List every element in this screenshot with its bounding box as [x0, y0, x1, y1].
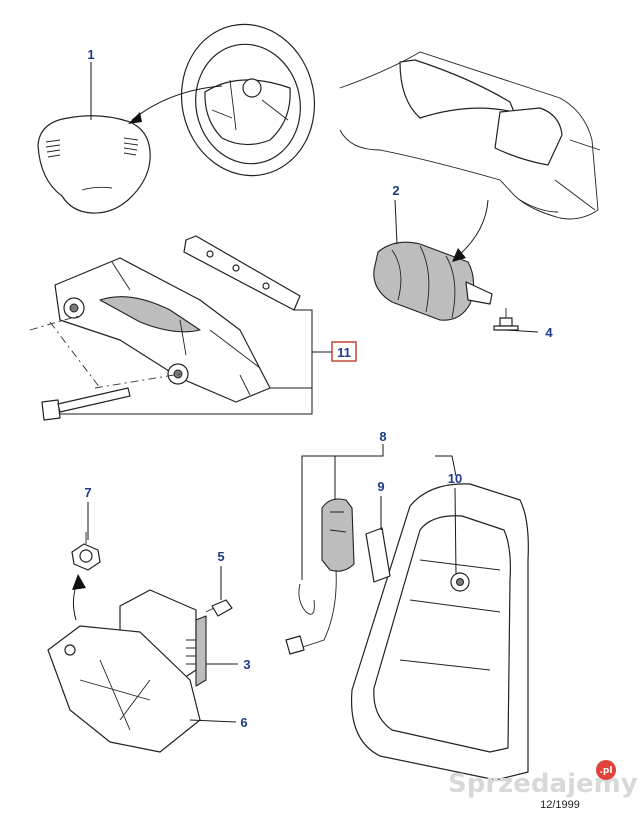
callout-4: 4 — [545, 325, 553, 340]
bolt-4 — [493, 308, 519, 331]
centreline-3 — [49, 321, 101, 389]
sensor-bracket — [54, 257, 271, 403]
removal-arrow-1-head — [128, 112, 142, 124]
callout-6: 6 — [240, 715, 247, 730]
footer-date: 12/1999 — [540, 799, 580, 811]
centreline-2 — [94, 373, 181, 389]
callout-1: 1 — [87, 47, 94, 62]
passenger-airbag-module — [373, 241, 493, 321]
driver-airbag-module — [37, 115, 151, 214]
bolt-11 — [41, 387, 131, 421]
leader-6 — [189, 719, 237, 723]
callout-5: 5 — [217, 549, 224, 564]
removal-arrow-2-head — [452, 248, 466, 262]
wiring-harness — [285, 569, 337, 655]
airbag-grille-right — [123, 137, 139, 156]
seat-frame — [350, 483, 529, 781]
callout-7: 7 — [84, 485, 91, 500]
callout-2: 2 — [392, 183, 399, 198]
callout-8: 8 — [379, 429, 386, 444]
nut-7 — [71, 532, 101, 571]
centreline-1 — [29, 315, 79, 331]
watermark-badge-text: .pl — [600, 766, 613, 776]
airbag-grille-left — [45, 139, 61, 158]
removal-arrow-2 — [455, 199, 489, 259]
seat-airbag-module-8 — [321, 498, 355, 572]
mounting-bracket-6 — [47, 625, 201, 753]
callout-3: 3 — [243, 657, 250, 672]
callout-9: 9 — [377, 479, 384, 494]
callout-11: 11 — [337, 345, 351, 360]
mounting-plate — [183, 235, 301, 311]
callout-10: 10 — [448, 471, 462, 486]
leader-8 — [301, 444, 457, 580]
leader-4 — [505, 329, 539, 333]
watermark-badge — [596, 760, 616, 780]
steering-wheel — [180, 23, 316, 177]
dashboard — [339, 51, 601, 220]
callout-11-box — [331, 341, 357, 362]
leader-11 — [60, 309, 332, 415]
leader-2 — [394, 199, 398, 245]
bracket-9 — [365, 527, 391, 583]
removal-arrow-7-head — [72, 574, 86, 590]
leader-10 — [454, 487, 457, 575]
screw-5 — [205, 599, 233, 617]
